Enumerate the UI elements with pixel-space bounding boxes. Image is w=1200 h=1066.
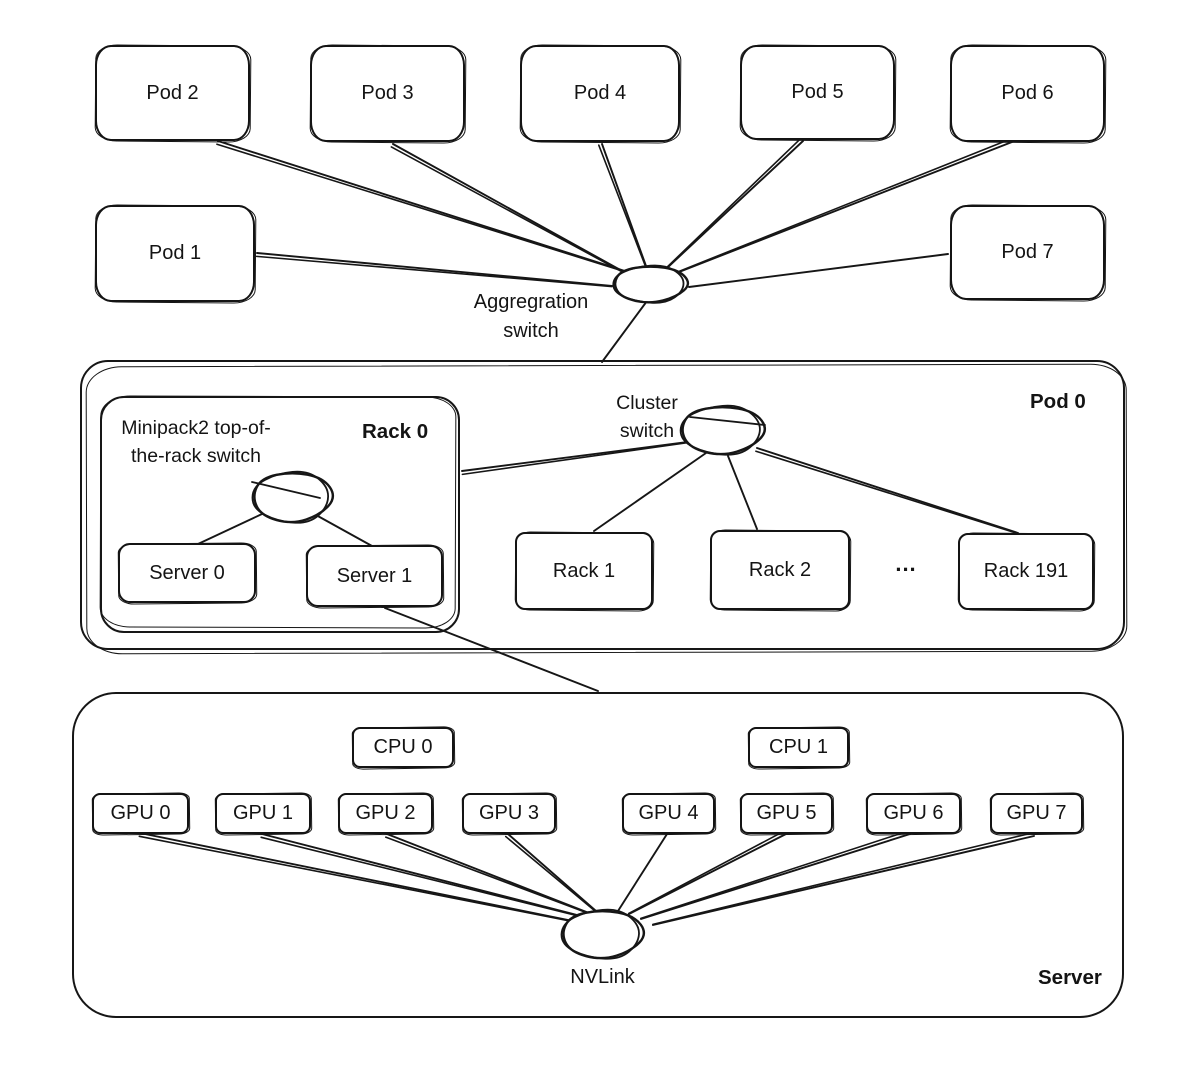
edge-line [652,835,1035,926]
edge-line [665,137,802,269]
nvlink-label: NVLink [570,966,635,988]
edge-line [601,143,647,267]
edge-line [601,300,648,363]
edge-line [598,144,647,268]
node-label: Pod 3 [361,82,414,104]
node-gpu-7: GPU 7 [990,793,1083,834]
edge-line [216,143,629,274]
blob-sketch-stroke [689,416,766,426]
node-gpu-0: GPU 0 [92,793,189,834]
edge-line [197,513,263,545]
node-pod-6: Pod 6 [950,45,1105,142]
node-label: GPU 2 [355,802,416,824]
edge-line [727,455,758,530]
node-gpu-2: GPU 2 [338,793,433,834]
node-label: Server 1 [336,564,413,587]
node-pod-2: Pod 2 [95,45,250,141]
edge-line [384,836,590,915]
pod0-title: Pod 0 [1030,390,1086,413]
node-rack-191: Rack 191 [958,533,1094,610]
node-server-0: Server 0 [118,543,256,603]
tor-switch-label: Minipack2 top-of-the-rack switch [121,417,271,468]
edge-line [138,835,574,923]
edge-line [652,831,1035,926]
node-label: Pod 4 [573,82,627,104]
cluster-switch-icon [679,404,761,456]
edge-line [688,253,949,288]
server-title: Server [1038,966,1102,989]
edge-line [677,138,1012,273]
node-label: Pod 1 [148,242,202,264]
node-label: GPU 5 [756,802,817,824]
node-pod-4: Pod 4 [520,45,680,142]
edge-line [256,252,613,287]
node-gpu-1: GPU 1 [215,793,311,834]
blob-sketch-stroke [251,481,321,499]
edge-line [392,143,634,278]
edge-line [640,833,911,920]
node-label: GPU 0 [110,802,171,824]
node-label: Server 0 [149,561,225,584]
node-label: GPU 3 [478,802,540,824]
edge-line [666,140,804,269]
edge-line [139,832,574,922]
node-pod-1: Pod 1 [95,205,255,302]
node-label: Pod 5 [791,81,844,103]
edge-line [593,452,707,532]
edge-line [640,829,910,920]
node-label: Pod 6 [1001,82,1054,104]
edge-line [756,447,1019,534]
node-pod-3: Pod 3 [310,45,465,142]
node-label: GPU 7 [1006,802,1067,824]
edge-line [217,140,629,273]
node-pod-7: Pod 7 [950,205,1105,300]
racks-ellipsis: ... [895,551,917,576]
tor-switch-icon [251,470,330,524]
node-gpu-3: GPU 3 [462,793,556,834]
edge-line [461,441,689,476]
node-gpu-5: GPU 5 [740,793,833,834]
cluster-switch-label: Cluster switch [616,392,678,443]
node-label: Rack 2 [748,558,812,581]
node-rack-1: Rack 1 [515,532,653,610]
node-label: GPU 6 [883,802,944,824]
edge-line [504,835,597,913]
edge-line [678,141,1013,273]
nvlink-icon [560,908,640,960]
aggregation-switch-icon [612,264,685,304]
node-label: Rack 1 [552,559,616,582]
node-label: Pod 2 [146,81,199,104]
node-pod-5: Pod 5 [740,45,895,140]
edge-line [261,833,582,917]
node-cpu-1: CPU 1 [748,727,849,768]
edge-line [260,836,582,918]
edge-line [461,441,689,472]
edge-line [386,833,590,914]
node-label: Pod 7 [1001,241,1054,263]
aggregation-switch-label: Aggregration switch [473,291,589,342]
node-label: GPU 1 [232,802,294,824]
node-gpu-4: GPU 4 [622,793,715,834]
node-server-1: Server 1 [306,545,443,607]
node-label: GPU 4 [638,802,699,824]
edge-line [255,255,613,288]
edge-line [617,833,668,912]
rack0-title: Rack 0 [362,420,429,443]
node-rack-2: Rack 2 [710,530,850,610]
edge-line [315,514,373,547]
edge-line [390,146,634,279]
edge-line [628,833,787,915]
edge-line [755,450,1019,535]
node-gpu-6: GPU 6 [866,793,961,834]
edge-line [384,607,599,692]
edge-line [507,833,597,912]
node-label: Rack 191 [983,560,1069,582]
node-label: CPU 0 [373,736,433,758]
node-cpu-0: CPU 0 [352,727,454,768]
node-label: CPU 1 [769,736,828,758]
edge-line [627,830,786,915]
